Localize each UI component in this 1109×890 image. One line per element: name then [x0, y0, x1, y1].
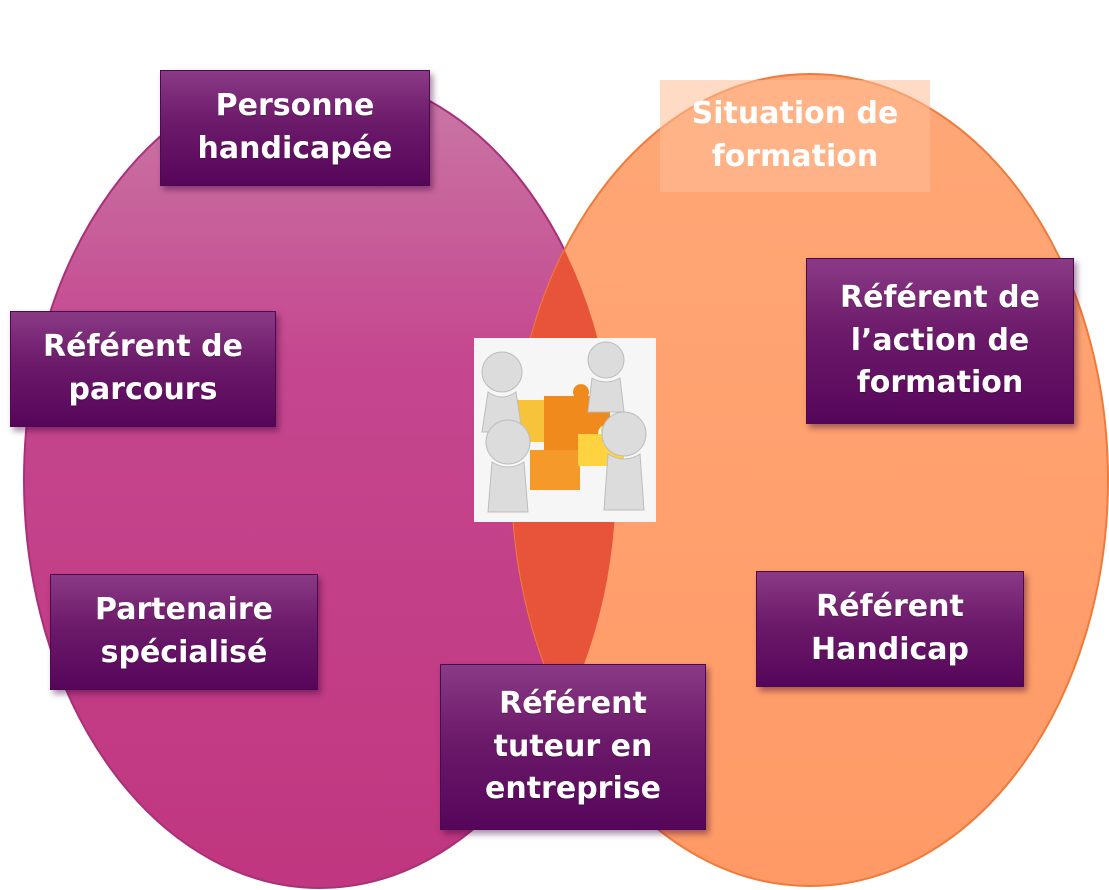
- box-referent-action-de-formation: Référent de l’action de formation: [806, 258, 1074, 424]
- box-referent-tuteur-entreprise: Référent tuteur en entreprise: [440, 664, 706, 830]
- box-referent-handicap: Référent Handicap: [756, 571, 1024, 687]
- puzzle-people-icon: [474, 338, 656, 522]
- situation-de-formation-title: Situation de formation: [660, 80, 930, 192]
- box-partenaire-specialise: Partenaire spécialisé: [50, 574, 318, 690]
- box-personne-handicapee: Personne handicapée: [160, 70, 430, 186]
- box-referent-de-parcours: Référent de parcours: [10, 311, 276, 427]
